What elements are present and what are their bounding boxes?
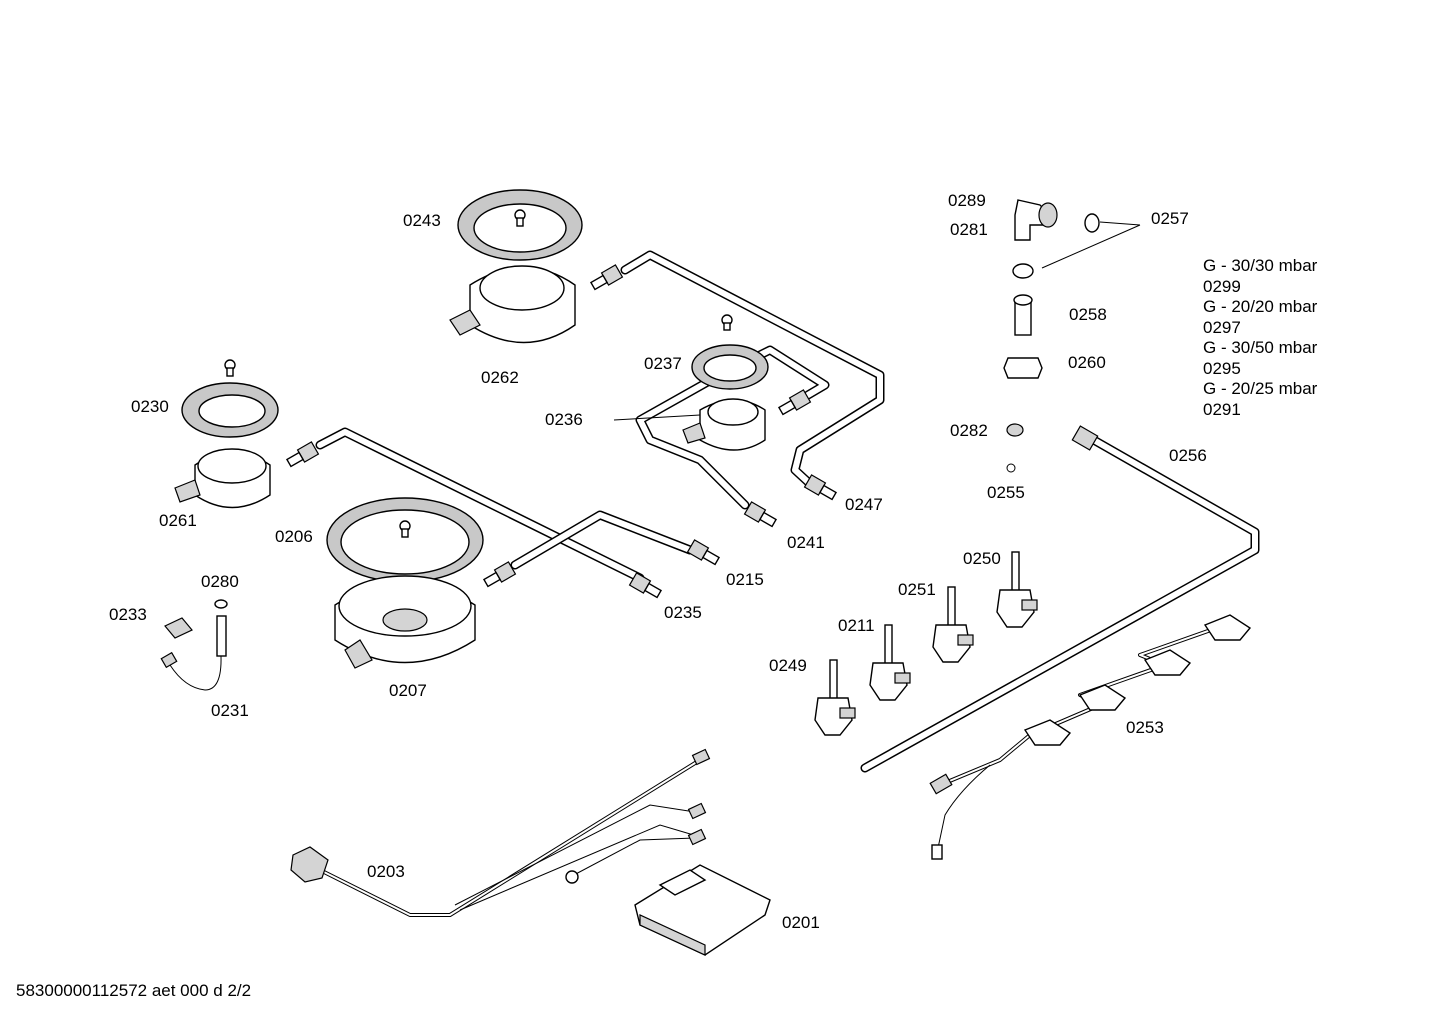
label-0258: 0258 (1069, 305, 1107, 324)
label-0231: 0231 (211, 701, 249, 720)
label-0262: 0262 (481, 368, 519, 387)
inlet-fittings (1003, 199, 1141, 473)
gas-part-1: 0299 (1203, 276, 1241, 296)
label-0243: 0243 (403, 211, 441, 230)
label-0282: 0282 (950, 421, 988, 440)
gas-valves (814, 551, 1038, 736)
gas-part-2: 0297 (1203, 317, 1241, 337)
gas-type-legend: G - 30/30 mbar 0299 G - 20/20 mbar 0297 … (1203, 256, 1317, 420)
gas-spec-3: G - 30/50 mbar (1203, 338, 1318, 357)
label-0280: 0280 (201, 572, 239, 591)
label-0235: 0235 (664, 603, 702, 622)
label-0215: 0215 (726, 570, 764, 589)
gas-part-4: 0291 (1203, 399, 1241, 419)
leader-line-0236 (613, 414, 701, 421)
gas-spec-1: G - 30/30 mbar (1203, 256, 1318, 275)
pipe-fittings (285, 264, 1099, 599)
burner-assembly-0236 (682, 314, 769, 451)
label-0207: 0207 (389, 681, 427, 700)
clip-0233 (164, 617, 193, 639)
label-0261: 0261 (159, 511, 197, 530)
wiring-harness-0203 (290, 748, 711, 917)
label-0211: 0211 (838, 616, 875, 635)
label-0206: 0206 (275, 527, 313, 546)
burner-assembly-0207 (326, 497, 484, 669)
gas-part-3: 0295 (1203, 358, 1241, 378)
label-0236: 0236 (545, 410, 583, 429)
ignition-switch-harness-0253 (929, 614, 1252, 860)
label-0260: 0260 (1068, 353, 1106, 372)
label-0201: 0201 (782, 913, 820, 932)
ignition-module-0201 (634, 864, 771, 956)
label-0253: 0253 (1126, 718, 1164, 737)
gas-spec-4: G - 20/25 mbar (1203, 379, 1318, 398)
label-0249: 0249 (769, 656, 807, 675)
label-0230: 0230 (131, 397, 169, 416)
label-0237: 0237 (644, 354, 682, 373)
label-0233: 0233 (109, 605, 147, 624)
gas-pipes (315, 250, 1260, 773)
document-footer: 58300000112572 aet 000 d 2/2 (16, 981, 252, 1000)
label-0247: 0247 (845, 495, 883, 514)
gas-spec-2: G - 20/20 mbar (1203, 297, 1318, 316)
burner-assembly-0261 (174, 359, 279, 509)
label-0241: 0241 (787, 533, 825, 552)
label-0250: 0250 (963, 549, 1001, 568)
label-0203: 0203 (367, 862, 405, 881)
label-0281: 0281 (950, 220, 988, 239)
label-0251: 0251 (898, 580, 936, 599)
label-0256: 0256 (1169, 446, 1207, 465)
thermocouple-0231 (160, 599, 228, 691)
label-0257: 0257 (1151, 209, 1189, 228)
label-0255: 0255 (987, 483, 1025, 502)
label-0289: 0289 (948, 191, 986, 210)
burner-assembly-0262 (449, 189, 583, 344)
